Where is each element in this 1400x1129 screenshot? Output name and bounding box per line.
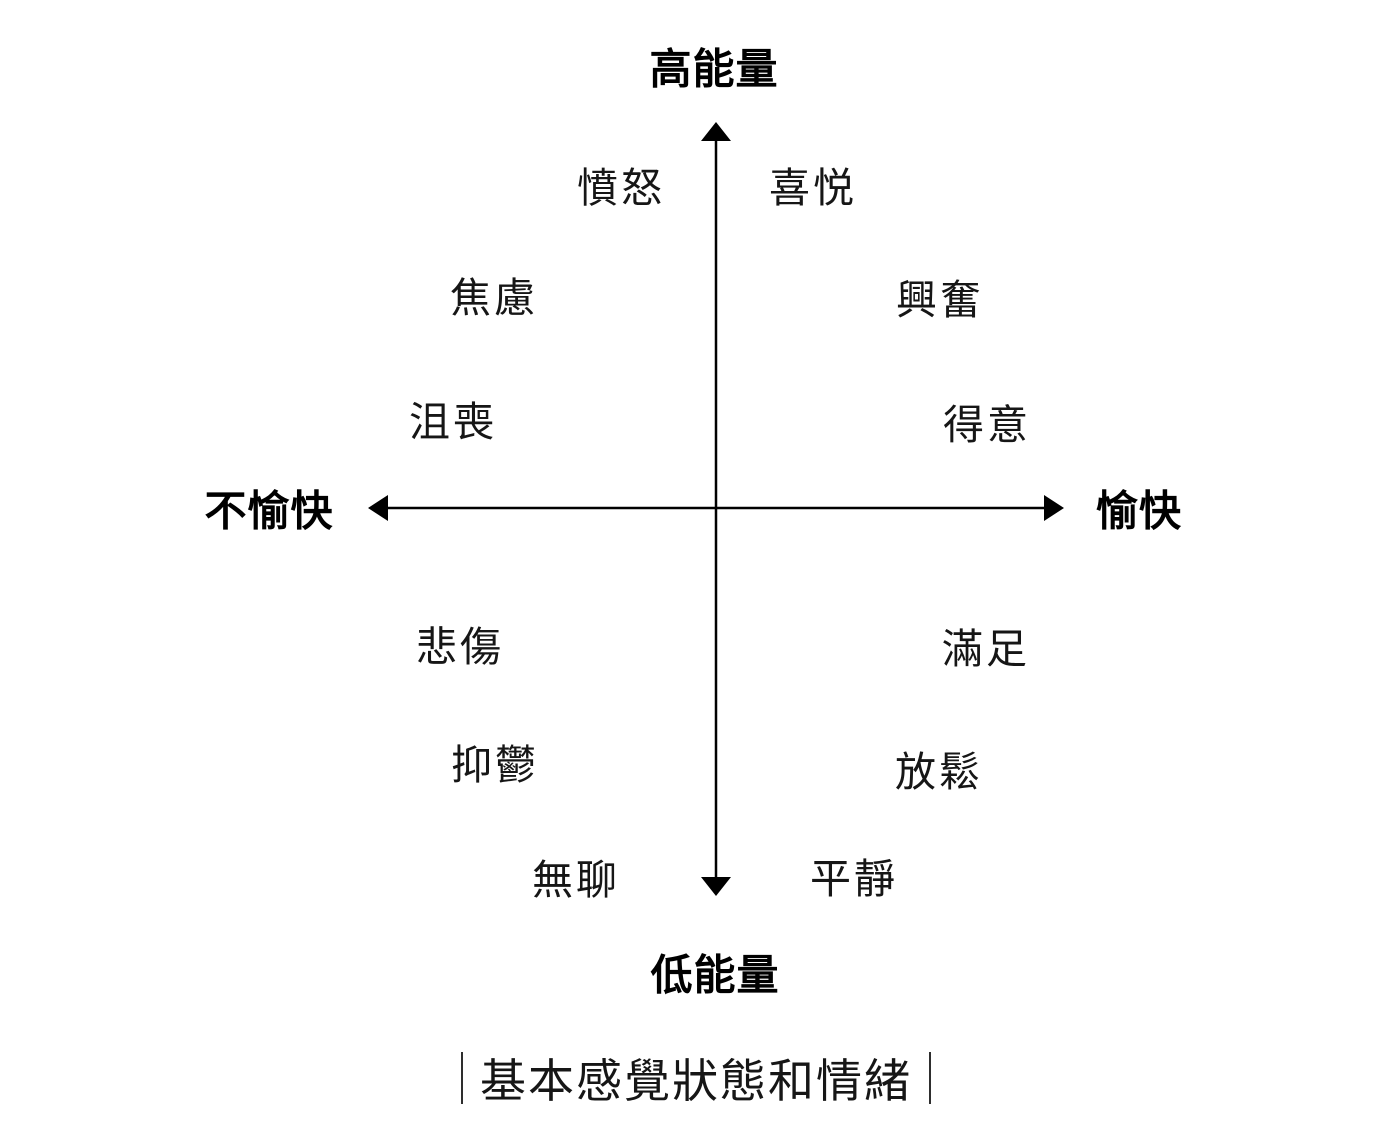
emotion-label-boredom: 無聊 <box>532 857 620 903</box>
emotion-label-joy: 喜悦 <box>769 165 857 211</box>
horizontal-axis-arrow <box>368 495 1064 521</box>
caption-text: 基本感覺狀態和情緒 <box>480 1055 912 1107</box>
emotion-label-sadness: 悲傷 <box>416 624 504 670</box>
right-arrowhead-icon <box>1044 495 1064 521</box>
caption-right-bar-icon <box>929 1052 931 1104</box>
axis-label-low-energy: 低能量 <box>650 951 780 999</box>
axis-label-unpleasant: 不愉快 <box>204 487 334 535</box>
up-arrowhead-icon <box>701 122 731 141</box>
emotion-label-anxiety: 焦慮 <box>450 275 538 321</box>
emotion-label-pride: 得意 <box>943 402 1031 448</box>
emotion-label-relaxation: 放鬆 <box>895 749 983 795</box>
emotion-label-calm: 平靜 <box>810 856 898 902</box>
left-arrowhead-icon <box>368 495 388 521</box>
diagram-caption: 基本感覺狀態和情緒 <box>461 1045 931 1111</box>
emotion-label-excitement: 興奮 <box>896 277 984 323</box>
emotion-label-frustration: 沮喪 <box>409 399 497 445</box>
axis-label-pleasant: 愉快 <box>1095 487 1183 535</box>
caption-left-bar-icon <box>461 1052 463 1104</box>
emotion-label-anger: 憤怒 <box>577 165 665 211</box>
down-arrowhead-icon <box>701 877 731 896</box>
axis-label-high-energy: 高能量 <box>649 45 779 93</box>
emotion-label-contentment: 滿足 <box>942 626 1030 672</box>
emotion-label-depression: 抑鬱 <box>451 742 539 788</box>
